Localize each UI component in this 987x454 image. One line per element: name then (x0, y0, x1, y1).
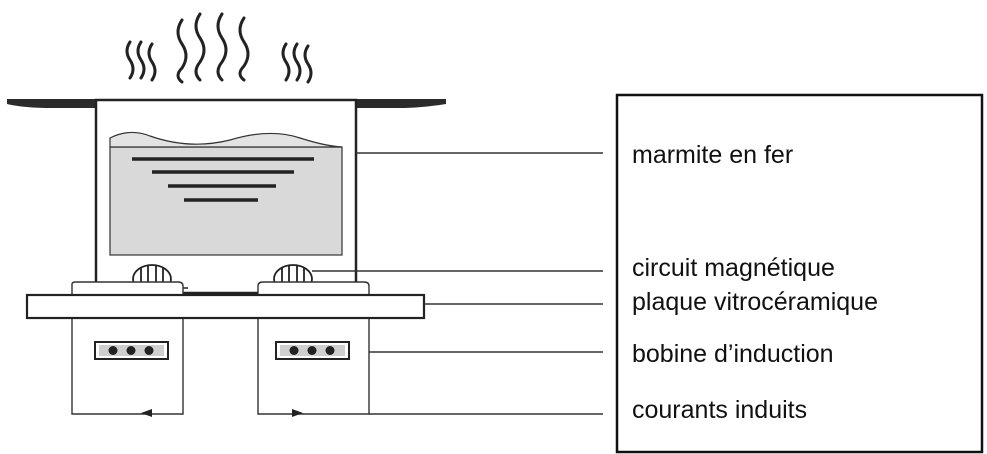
induction-coil-left (94, 341, 169, 360)
induction-coil-right (275, 341, 350, 360)
label-coil: bobine d’induction (632, 340, 834, 368)
heat-lines (132, 157, 314, 202)
steam-icon (125, 12, 313, 84)
water-surface (109, 131, 343, 148)
glass-ceramic-plate (25, 293, 426, 320)
arrow-icon (141, 409, 303, 417)
label-magnetic-circuit: circuit magnétique (632, 254, 835, 282)
label-glass-plate: plaque vitrocéramique (632, 288, 878, 316)
label-pot: marmite en fer (632, 141, 793, 169)
leader-lines (312, 152, 603, 415)
label-currents: courants induits (632, 396, 807, 424)
pot-handles (7, 99, 446, 108)
label-box (615, 93, 984, 454)
